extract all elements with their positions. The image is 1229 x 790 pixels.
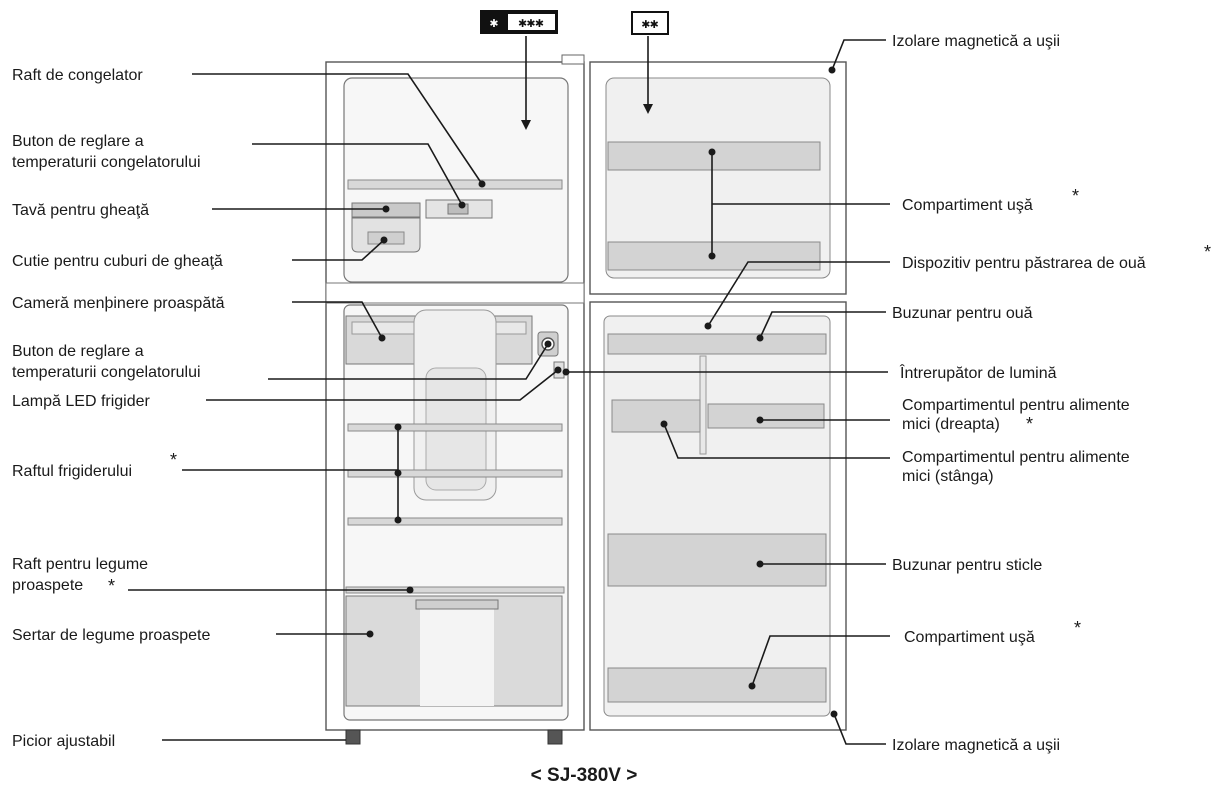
bottle-pocket	[607, 533, 827, 587]
label-compartiment-usa-1: Compartiment uşă	[902, 197, 1033, 214]
leader-lines	[128, 39, 890, 745]
adjustable-foot-right	[547, 729, 563, 745]
label-izolare-sus: Izolare magnetică a uşii	[892, 33, 1060, 50]
label-cutie-cuburi: Cutie pentru cuburi de gheaţă	[12, 253, 223, 270]
adjustable-foot-left	[345, 729, 361, 745]
badge-arrows	[521, 36, 653, 130]
model-caption: < SJ-380V >	[531, 765, 638, 786]
freezer-shelf	[347, 179, 563, 190]
freezer-door-pocket-top	[607, 141, 821, 171]
label-sertar-legume: Sertar de legume proaspete	[12, 627, 210, 644]
svg-text:✱✱✱: ✱✱✱	[518, 15, 544, 31]
label-raft-congelator: Raft de congelator	[12, 67, 143, 84]
label-dispozitiv-oua: Dispozitiv pentru păstrarea de ouă	[902, 255, 1146, 272]
label-buzunar-oua: Buzunar pentru ouă	[892, 305, 1033, 322]
label-comp-mici-stanga: Compartimentul pentru alimente mici (stâ…	[902, 449, 1134, 485]
fridge-shelf-3	[347, 517, 563, 526]
fridge-door	[589, 301, 847, 731]
asterisk-raftul-frigiderului: *	[170, 450, 177, 470]
svg-text:✱✱: ✱✱	[642, 16, 659, 32]
asterisk-raft-legume: *	[108, 576, 115, 596]
label-compartiment-usa-2: Compartiment uşă	[904, 629, 1035, 646]
label-buton-congelator-2: Buton de reglare a temperaturii congelat…	[12, 343, 201, 381]
label-picior: Picior ajustabil	[12, 733, 115, 750]
asterisk-dispozitiv-oua: *	[1204, 242, 1211, 262]
label-buzunar-sticle: Buzunar pentru sticle	[892, 557, 1042, 574]
freezer-door	[589, 61, 847, 295]
small-food-right	[707, 403, 825, 429]
asterisk-comp-mici-dreapta: *	[1026, 414, 1033, 434]
label-izolare-jos: Izolare magnetică a uşii	[892, 737, 1060, 754]
labels-left: Raft de congelator Buton de reglare a te…	[12, 67, 225, 750]
labels-right: Izolare magnetică a uşii Compartiment uş…	[892, 33, 1211, 754]
svg-text:✱: ✱	[490, 15, 499, 31]
label-intrerupator: Întrerupător de lumină	[899, 363, 1057, 382]
label-raftul-frigiderului: Raftul frigiderului	[12, 463, 132, 480]
door-star-rating-badge: ✱✱	[631, 11, 669, 35]
cabinet-body	[325, 54, 585, 745]
freezer-star-rating-badge: ✱ ✱✱✱	[480, 10, 558, 34]
label-buton-congelator-1: Buton de reglare a temperaturii congelat…	[12, 133, 201, 171]
egg-pocket	[607, 333, 827, 355]
asterisk-compartiment-usa-2: *	[1074, 618, 1081, 638]
fridge-shelf-1	[347, 423, 563, 432]
label-raft-legume: Raft pentru legume proaspete	[12, 556, 153, 594]
label-comp-mici-dreapta: Compartimentul pentru alimente mici (dre…	[902, 397, 1134, 433]
fridge-shelf-2	[347, 469, 563, 478]
label-lampa-led: Lampă LED frigider	[12, 393, 151, 410]
label-tava-gheata: Tavă pentru gheaţă	[12, 202, 149, 219]
asterisk-compartiment-usa-1: *	[1072, 186, 1079, 206]
door-pocket-bottom	[607, 667, 827, 703]
small-food-left	[611, 399, 701, 433]
label-camera-proaspata: Cameră menþinere proaspătă	[12, 295, 225, 312]
